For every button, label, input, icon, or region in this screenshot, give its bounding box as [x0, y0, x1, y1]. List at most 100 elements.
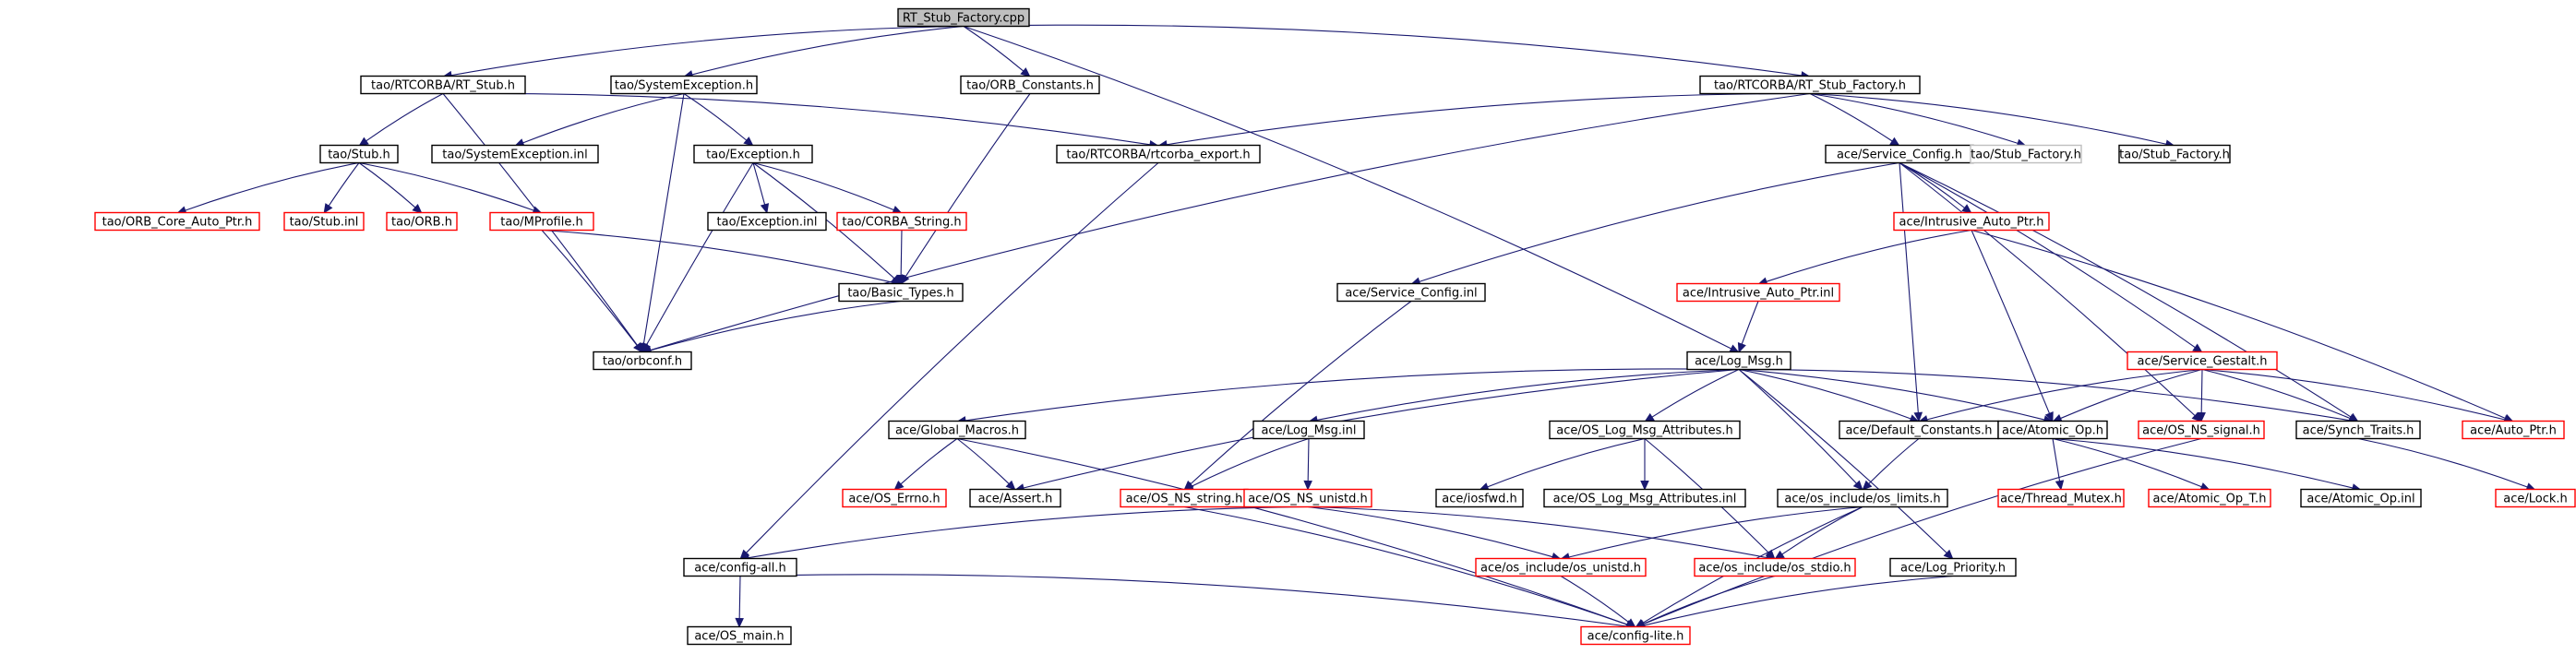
edge-tao_rtcorba_rt_stub_factory_h-to-tao_stub_factory_h_gray [1809, 92, 2019, 144]
node-tao_exception_inl[interactable]: tao/Exception.inl [707, 211, 827, 232]
edge-ace_atomic_op_h-to-ace_atomic_op_inl [2052, 437, 2354, 489]
node-ace_os_ns_unistd_h[interactable]: ace/OS_NS_unistd.h [1243, 488, 1372, 508]
node-tao_stub_factory_h_gray[interactable]: tao/Stub_Factory.h [1970, 144, 2082, 164]
arrowhead-ace_os_include_os_unistd_h-to-ace_config_lite_h [1625, 618, 1636, 628]
edge-tao_rtcorba_rt_stub_factory_h-to-tao_stub_factory_h [1809, 92, 2167, 145]
node-label: tao/Stub_Factory.h [1971, 149, 2081, 162]
node-ace_global_macros_h[interactable]: ace/Global_Macros.h [888, 420, 1026, 440]
node-ace_os_ns_signal_h[interactable]: ace/OS_NS_signal.h [2138, 420, 2265, 440]
edge-tao_stub_h-to-tao_stub_inl [328, 162, 360, 207]
node-box [2295, 420, 2421, 440]
node-ace_atomic_op_inl[interactable]: ace/Atomic_Op.inl [2300, 488, 2422, 508]
node-tao_orb_constants_h[interactable]: tao/ORB_Constants.h [960, 75, 1100, 95]
node-box [593, 351, 692, 371]
node-ace_os_log_msg_attributes_inl[interactable]: ace/OS_Log_Msg_Attributes.inl [1543, 488, 1746, 508]
edge-tao_rtcorba_rt_stub_h-to-tao_stub_h [365, 93, 444, 142]
node-box [2495, 488, 2576, 508]
arrowhead-ace_service_config_h-to-ace_default_constants_h [1913, 411, 1923, 422]
node-box [1435, 488, 1524, 508]
node-box [1549, 420, 1741, 440]
node-label: ace/OS_Log_Msg_Attributes.h [1556, 424, 1732, 438]
edge-tao_rtcorba_rt_stub_factory_h-to-tao_rtcorba_rtcorba_export_h [1166, 92, 1811, 146]
edge-ace_intrusive_auto_ptr_h-to-ace_intrusive_auto_ptr_inl [1766, 229, 1972, 282]
edge-tao_stub_h-to-tao_orb_h [358, 162, 416, 208]
node-ace_service_gestalt_h[interactable]: ace/Service_Gestalt.h [2127, 351, 2278, 371]
node-tao_orbconf_h[interactable]: tao/orbconf.h [593, 351, 692, 371]
edge-ace_atomic_op_h-to-ace_atomic_op_t_h [2052, 437, 2202, 488]
edge-ace_global_macros_h-to-ace_os_errno_h [900, 438, 958, 485]
node-box [489, 211, 594, 232]
node-label: tao/RTCORBA/RT_Stub.h [371, 79, 515, 93]
node-tao_mprofile_h[interactable]: tao/MProfile.h [489, 211, 594, 232]
node-ace_log_priority_h[interactable]: ace/Log_Priority.h [1889, 557, 2017, 577]
edge-ace_config_all_h-to-ace_config_lite_h [739, 574, 1628, 627]
node-label: ace/OS_Log_Msg_Attributes.inl [1553, 493, 1737, 506]
node-ace_config_lite_h[interactable]: ace/config-lite.h [1580, 625, 1691, 646]
node-ace_service_config_h[interactable]: ace/Service_Config.h [1825, 144, 1974, 164]
arrowhead-ace_atomic_op_h-to-ace_thread_mutex_h [2055, 480, 2065, 491]
node-ace_lock_h[interactable]: ace/Lock.h [2495, 488, 2576, 508]
node-ace_synch_traits_h[interactable]: ace/Synch_Traits.h [2295, 420, 2421, 440]
edge-ace_log_msg_h-to-ace_atomic_op_h [1738, 368, 2045, 421]
node-ace_os_ns_string_h[interactable]: ace/OS_NS_string.h [1120, 488, 1249, 508]
node-tao_orb_core_auto_ptr_h[interactable]: tao/ORB_Core_Auto_Ptr.h [94, 211, 260, 232]
node-ace_os_include_os_unistd_h[interactable]: ace/os_include/os_unistd.h [1475, 557, 1647, 577]
node-box [1699, 75, 1921, 95]
node-ace_default_constants_h[interactable]: ace/Default_Constants.h [1839, 420, 1999, 440]
node-box [319, 144, 399, 164]
node-label: tao/Stub.inl [290, 216, 359, 230]
node-ace_os_log_msg_attributes_h[interactable]: ace/OS_Log_Msg_Attributes.h [1549, 420, 1741, 440]
edge-rt_stub_factory_cpp-to-tao_rtcorba_rt_stub_h [450, 25, 965, 77]
node-ace_auto_ptr_h[interactable]: ace/Auto_Ptr.h [2462, 420, 2565, 440]
node-ace_service_config_inl[interactable]: ace/Service_Config.inl [1336, 282, 1486, 303]
node-label: tao/Stub_Factory.h [2119, 149, 2230, 162]
node-label: ace/Log_Msg.h [1695, 355, 1783, 369]
arrowhead-ace_log_msg_h-to-ace_os_log_msg_attributes_h [1644, 412, 1655, 422]
node-ace_os_main_h[interactable]: ace/OS_main.h [687, 625, 792, 646]
node-box [1252, 420, 1365, 440]
node-tao_rtcorba_rt_stub_factory_h[interactable]: tao/RTCORBA/RT_Stub_Factory.h [1699, 75, 1921, 95]
edge-tao_exception_h-to-tao_orbconf_h [646, 162, 754, 346]
node-ace_config_all_h[interactable]: ace/config-all.h [683, 557, 797, 577]
node-ace_os_errno_h[interactable]: ace/OS_Errno.h [842, 488, 947, 508]
node-ace_atomic_op_h[interactable]: ace/Atomic_Op.h [1997, 420, 2108, 440]
node-tao_basic_types_h[interactable]: tao/Basic_Types.h [838, 282, 964, 303]
node-ace_intrusive_auto_ptr_inl[interactable]: ace/Intrusive_Auto_Ptr.inl [1676, 282, 1840, 303]
node-label: ace/OS_NS_string.h [1126, 493, 1243, 506]
node-ace_atomic_op_t_h[interactable]: ace/Atomic_Op_T.h [2148, 488, 2271, 508]
edge-ace_log_msg_h-to-ace_default_constants_h [1738, 368, 1911, 420]
node-tao_systemexception_h[interactable]: tao/SystemException.h [610, 75, 758, 95]
node-ace_thread_mutex_h[interactable]: ace/Thread_Mutex.h [1997, 488, 2125, 508]
node-label: ace/Thread_Mutex.h [2000, 493, 2122, 506]
node-label: ace/Default_Constants.h [1845, 424, 1992, 438]
arrowhead-rt_stub_factory_cpp-to-tao_orb_constants_h [1020, 67, 1031, 77]
edge-ace_atomic_op_h-to-ace_thread_mutex_h [2052, 438, 2061, 482]
node-tao_rtcorba_rt_stub_h[interactable]: tao/RTCORBA/RT_Stub.h [360, 75, 526, 95]
node-tao_rtcorba_rtcorba_export_h[interactable]: tao/RTCORBA/rtcorba_export.h [1056, 144, 1261, 164]
node-ace_log_msg_inl[interactable]: ace/Log_Msg.inl [1252, 420, 1365, 440]
node-ace_intrusive_auto_ptr_h[interactable]: ace/Intrusive_Auto_Ptr.h [1893, 211, 2050, 232]
arrowhead-tao_rtcorba_rt_stub_h-to-tao_stub_h [358, 137, 369, 147]
node-label: ace/os_include/os_unistd.h [1480, 562, 1641, 576]
node-tao_stub_factory_h[interactable]: tao/Stub_Factory.h [2118, 144, 2231, 164]
edge-ace_log_msg_h-to-ace_os_include_os_limits_h [1738, 369, 1857, 484]
node-label: ace/Intrusive_Auto_Ptr.inl [1683, 287, 1834, 301]
node-tao_stub_inl[interactable]: tao/Stub.inl [283, 211, 365, 232]
node-ace_iosfwd_h[interactable]: ace/iosfwd.h [1435, 488, 1524, 508]
node-tao_systemexception_inl[interactable]: tao/SystemException.inl [431, 144, 599, 164]
node-ace_assert_h[interactable]: ace/Assert.h [969, 488, 1061, 508]
node-box [1694, 557, 1856, 577]
node-tao_orb_h[interactable]: tao/ORB.h [386, 211, 458, 232]
node-box [1997, 488, 2125, 508]
edge-ace_synch_traits_h-to-ace_lock_h [2357, 437, 2528, 488]
node-tao_exception_h[interactable]: tao/Exception.h [693, 144, 813, 164]
node-ace_os_include_os_limits_h[interactable]: ace/os_include/os_limits.h [1777, 488, 1948, 508]
node-box [693, 144, 813, 164]
edge-tao_stub_h-to-tao_mprofile_h [358, 161, 534, 211]
node-tao_corba_string_h[interactable]: tao/CORBA_String.h [836, 211, 967, 232]
node-box [969, 488, 1061, 508]
edge-ace_global_macros_h-to-ace_config_lite_h [956, 437, 1628, 625]
node-ace_log_msg_h[interactable]: ace/Log_Msg.h [1686, 351, 1791, 371]
node-ace_os_include_os_stdio_h[interactable]: ace/os_include/os_stdio.h [1694, 557, 1856, 577]
node-tao_stub_h[interactable]: tao/Stub.h [319, 144, 399, 164]
